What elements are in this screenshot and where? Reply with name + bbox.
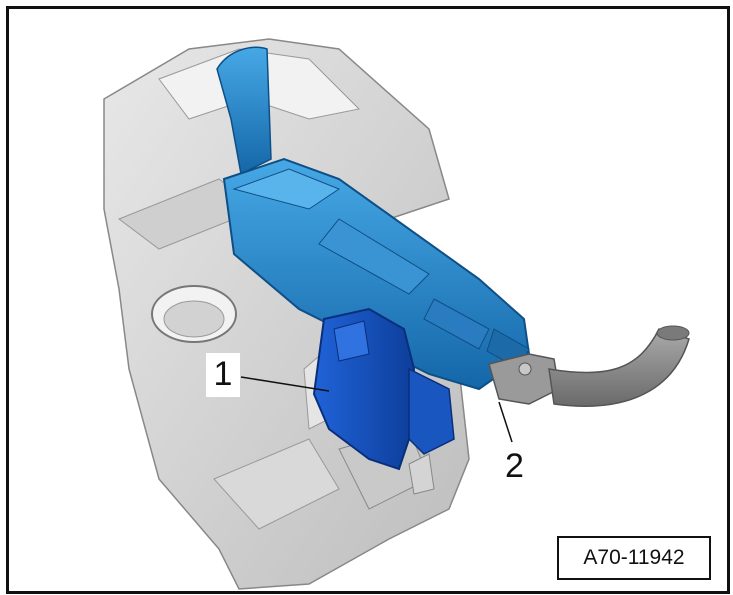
- callout-2-label: 2: [505, 447, 524, 485]
- wiring-cable: [488, 325, 690, 407]
- callout-1-leader: [240, 376, 330, 392]
- reference-code: A70-11942: [557, 536, 711, 580]
- assembly-illustration: [103, 38, 690, 590]
- connector-holder: [312, 307, 455, 495]
- callout-1-label: 1: [206, 353, 240, 397]
- callout-2-leader: [498, 401, 513, 443]
- illustration-frame: 1 2 A70-11942: [6, 6, 730, 594]
